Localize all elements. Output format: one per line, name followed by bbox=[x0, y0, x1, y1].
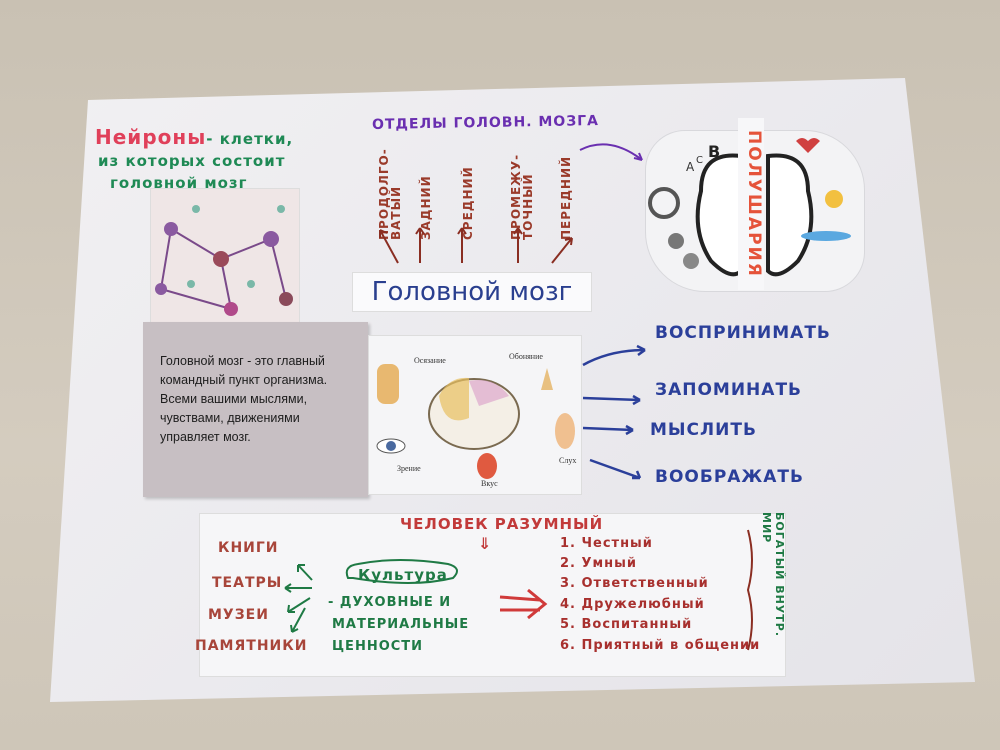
verb-remember: ЗАПОМИНАТЬ bbox=[655, 380, 802, 400]
quality-3: 3. Ответственный bbox=[560, 576, 709, 591]
ear-icon bbox=[555, 413, 575, 449]
culture-item-books: КНИГИ bbox=[218, 540, 279, 556]
clock-icon bbox=[648, 187, 680, 219]
sense-sight: Зрение bbox=[397, 464, 421, 473]
quality-4: 4. Дружелюбный bbox=[560, 597, 705, 612]
description-text: Головной мозг - это главный командный пу… bbox=[160, 354, 328, 444]
svg-text:B: B bbox=[708, 142, 720, 161]
hemispheres-label: ПОЛУШАРИЯ bbox=[738, 118, 764, 290]
svg-text:C: C bbox=[696, 155, 703, 166]
hand-icon bbox=[377, 364, 399, 404]
culture-label: Культура bbox=[358, 566, 448, 584]
quality-2: 2. Умный bbox=[560, 556, 638, 571]
quality-6: 6. Приятный в общении bbox=[560, 638, 761, 653]
down-arrow-icon: ⇓ bbox=[478, 534, 493, 553]
culture-item-museums: МУЗЕИ bbox=[208, 607, 269, 623]
sense-hearing: Слух bbox=[559, 456, 577, 465]
neurons-title: Нейроны- клетки, bbox=[95, 125, 294, 149]
culture-item-monuments: ПАМЯТНИКИ bbox=[195, 638, 308, 654]
verb-perceive: ВОСПРИНИМАТЬ bbox=[655, 323, 831, 343]
eye-icon bbox=[386, 441, 396, 451]
quality-5: 5. Воспитанный bbox=[560, 617, 693, 632]
sense-smell: Обоняние bbox=[509, 352, 543, 361]
brain-label: Головной мозг bbox=[352, 272, 592, 312]
description-card bbox=[143, 322, 368, 497]
sense-taste: Вкус bbox=[481, 479, 498, 488]
hemisphere-letter-a: A bbox=[686, 160, 695, 174]
senses-picture: Осязание Обоняние Зрение Вкус Слух bbox=[368, 335, 582, 495]
sense-touch: Осязание bbox=[414, 356, 446, 365]
tongue-icon bbox=[477, 453, 497, 479]
culture-item-theatres: ТЕАТРЫ bbox=[212, 575, 283, 591]
heart-icon bbox=[796, 138, 820, 153]
verb-think: МЫСЛИТЬ bbox=[650, 420, 757, 440]
verb-imagine: ВООБРАЖАТЬ bbox=[655, 467, 804, 487]
neurons-picture bbox=[150, 188, 300, 330]
homo-sapiens-card bbox=[199, 513, 786, 677]
gear-icon bbox=[668, 233, 684, 249]
culture-definition: - ДУХОВНЫЕ И МАТЕРИАЛЬНЫЕ ЦЕННОСТИ bbox=[328, 595, 470, 654]
nose-icon bbox=[541, 368, 553, 390]
lightbulb-icon bbox=[825, 190, 843, 208]
rich-inner-world-note: БОГАТЫЙ ВНУТР. МИР bbox=[760, 512, 786, 638]
homo-sapiens-title: ЧЕЛОВЕК РАЗУМНЫЙ bbox=[400, 515, 604, 533]
quality-1: 1. Честный bbox=[560, 536, 653, 551]
